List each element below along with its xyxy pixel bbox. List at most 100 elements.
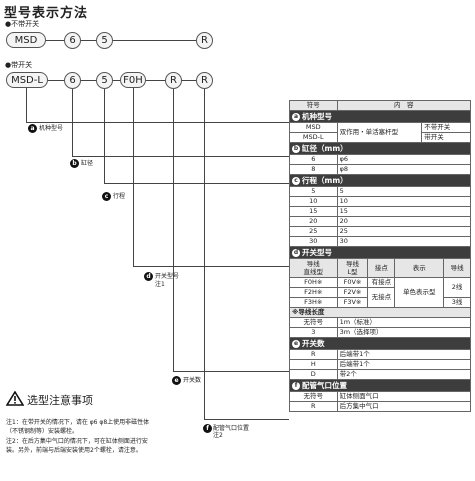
label-switch-note: 注1: [155, 281, 165, 288]
cell-code: R: [289, 401, 338, 412]
example2-caption: ●带开关: [5, 61, 33, 69]
cell-value: 后方集中气口: [336, 401, 472, 412]
cell-value: 后端带1个: [336, 349, 472, 360]
badge-e: e: [172, 376, 181, 385]
cell-value: 30: [336, 236, 472, 247]
cell-wire: 3线: [443, 297, 471, 308]
cell-code: MSD-L: [289, 132, 338, 143]
leader-a-h: [26, 122, 289, 123]
caution-note-1: 注1：在带开关的情况下，请在 φ6 φ8上使用非磁性体（不锈钢制等）安装螺栓。: [6, 419, 150, 435]
cell-code: MSD: [289, 122, 338, 133]
cell-value: 1m（标准）: [336, 317, 472, 328]
ex1-model-pill: MSD: [6, 32, 46, 48]
cell-code: R: [289, 349, 338, 360]
ex1-dash-3: [113, 40, 196, 41]
cell-code: 6: [289, 154, 338, 165]
section-title-stroke: 行程（mm）: [302, 176, 348, 185]
label-model: 机种型号: [39, 125, 64, 132]
cell-code: 15: [289, 206, 338, 217]
cell-option: 带开关: [421, 132, 471, 143]
cell-code: 30: [289, 236, 338, 247]
label-switch: 开关型号: [155, 273, 180, 280]
label-stroke: 行程: [113, 193, 126, 200]
label-port-note: 注2: [213, 432, 223, 439]
hdr-straight: 导线 直线型: [289, 258, 338, 278]
leader-a-v: [26, 88, 27, 122]
cell-code: H: [289, 359, 338, 370]
cell-value: 15: [336, 206, 472, 217]
switch-header-row: 导线 直线型 导线 L型 接点 表示 导线: [289, 258, 471, 278]
cell-value: 5: [336, 186, 472, 197]
leader-e-v: [173, 89, 174, 371]
ex2-dash-2: [81, 80, 96, 81]
cell-value: 20: [336, 216, 472, 227]
cell-value: 25: [336, 226, 472, 237]
cell-code: 无符号: [289, 391, 338, 402]
cell-display: 单色表示型: [394, 277, 445, 308]
caution-title: 选型注意事项: [27, 394, 93, 407]
lead-length-row: ※导线长度: [289, 307, 471, 318]
cell-value: 3m（选择项）: [336, 327, 472, 338]
table-header-row: 符号 内 容: [289, 100, 472, 111]
ex2-bore-circle: 6: [64, 72, 81, 89]
caution-note-2: 注2：在后方集中气口的情况下，可在缸体侧面进行安装。另外，前端与后端安装使用2个…: [6, 438, 148, 454]
label-count: 开关数: [183, 377, 202, 384]
cell-switch-l: F3V※: [336, 297, 369, 308]
ex2-port-circle: R: [196, 72, 213, 89]
cell-value: φ8: [336, 164, 472, 175]
cell-code: 20: [289, 216, 338, 227]
ex2-dash-5: [182, 80, 196, 81]
table-row: F0H※ F0V※ 有接点 单色表示型 2线: [289, 277, 471, 308]
hdr-display: 表示: [394, 258, 445, 278]
example1-caption: ●不带开关: [5, 20, 40, 28]
cell-value: 后端带1个: [336, 359, 472, 370]
cell-contact: 无接点: [367, 287, 396, 308]
cell-option: 不带开关: [421, 122, 471, 133]
section-title-count: 开关数: [302, 339, 325, 348]
section-badge-d: d: [292, 249, 300, 257]
section-badge-b: b: [292, 145, 300, 153]
table-row: 无符号缸体侧面气口: [289, 391, 472, 402]
badge-c: c: [102, 192, 111, 201]
cell-model-desc: 双作用・单活塞杆型: [336, 122, 423, 143]
leader-b-v: [72, 89, 73, 156]
section-badge-c: c: [292, 177, 300, 185]
cell-switch-straight: F0H※: [289, 277, 338, 288]
cell-switch-l: F0V※: [336, 277, 369, 288]
ex2-switch-pill: F0H: [120, 72, 146, 88]
ex1-stroke-circle: 5: [96, 32, 113, 49]
cell-code: 25: [289, 226, 338, 237]
section-badge-f: f: [292, 382, 300, 390]
badge-a: a: [28, 124, 37, 133]
table-row: F2H※ F2V※ 无接点: [289, 287, 471, 308]
cell-code: D: [289, 369, 338, 380]
ex2-dash-3: [113, 80, 120, 81]
hdr-lshape: 导线 L型: [336, 258, 369, 278]
ex2-dash-1: [48, 80, 64, 81]
lead-length-title: ※导线长度: [289, 307, 471, 318]
leader-d-v: [133, 88, 134, 266]
section-badge-a: a: [292, 113, 300, 121]
leader-c-h: [104, 183, 289, 184]
section-title-switch: 开关型号: [302, 248, 332, 257]
warning-icon: [6, 391, 24, 406]
cell-value: φ6: [336, 154, 472, 165]
cell-value: 缸体侧面气口: [336, 391, 472, 402]
ex2-model-pill: MSD-L: [6, 72, 48, 88]
badge-d: d: [144, 272, 153, 281]
cell-wire: 2线: [443, 277, 471, 298]
